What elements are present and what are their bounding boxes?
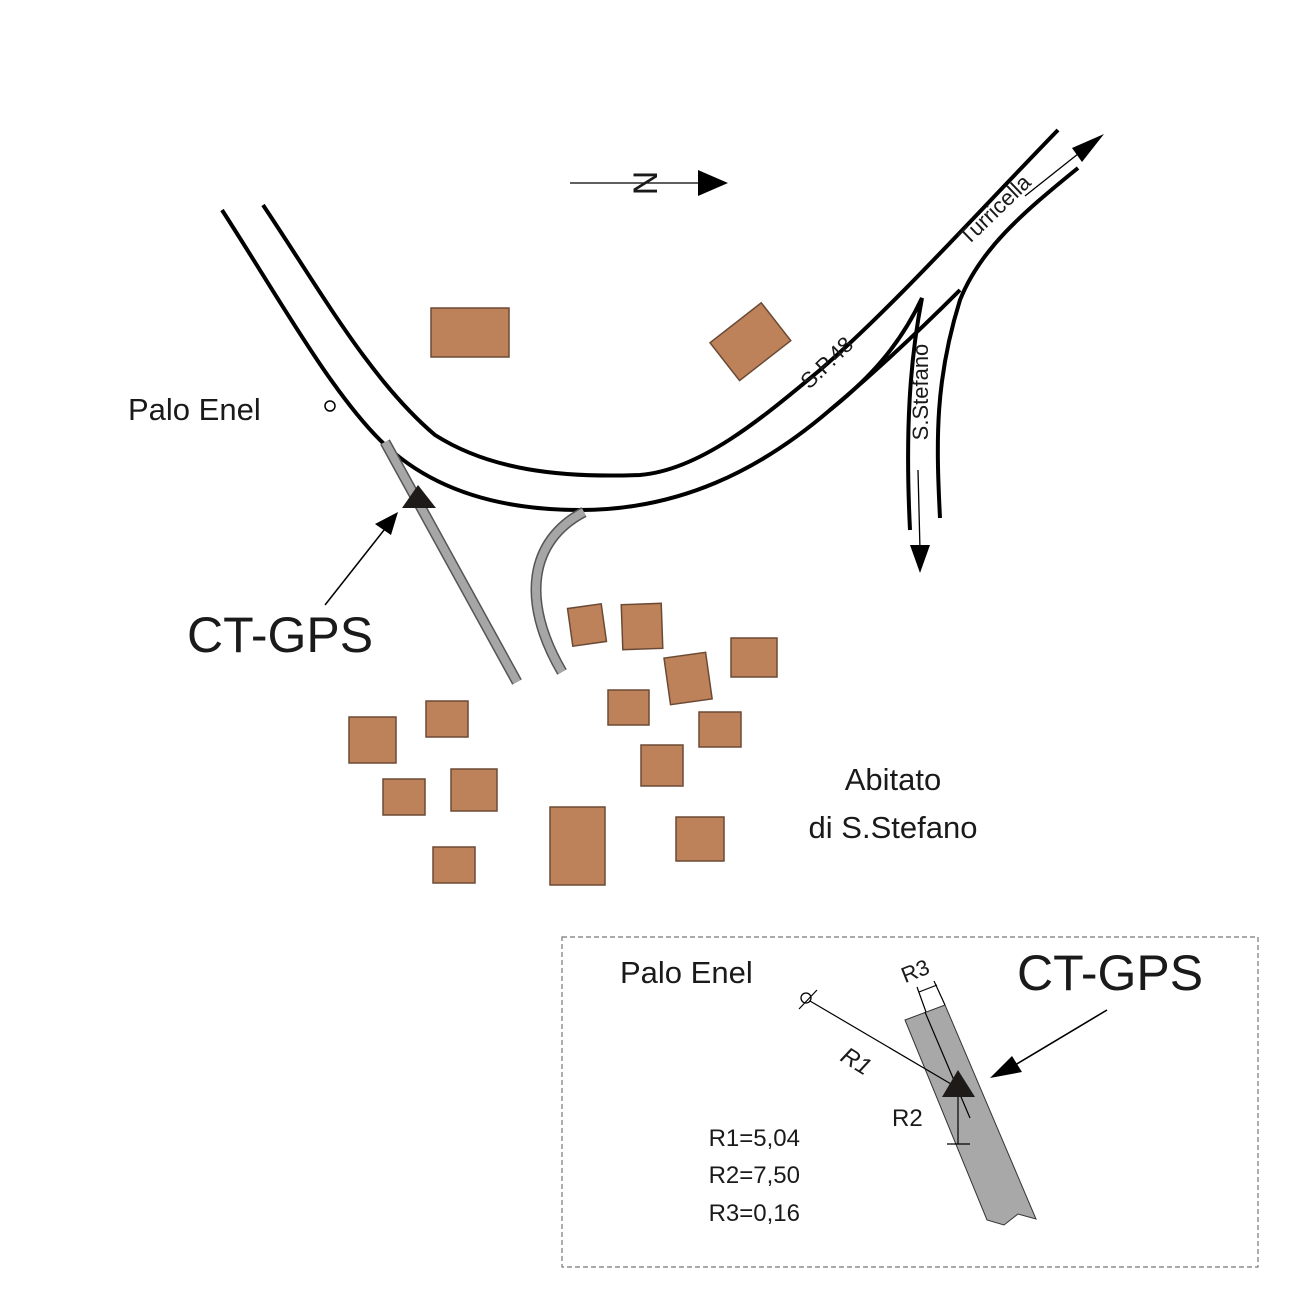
gps-pointer-arrowhead bbox=[375, 512, 398, 535]
inset-gps-pointer-arrowhead bbox=[990, 1056, 1022, 1078]
building bbox=[708, 301, 792, 382]
gps-pointer-arrow bbox=[324, 524, 389, 606]
gps-station-label: CT-GPS bbox=[187, 607, 373, 663]
measurement-r1: R1=5,04 bbox=[709, 1125, 800, 1152]
building bbox=[620, 602, 664, 651]
building bbox=[607, 689, 650, 726]
inset-footpath bbox=[904, 1004, 1037, 1226]
inset-gps-pointer bbox=[1009, 1009, 1108, 1069]
building bbox=[382, 778, 426, 816]
inset-gps-marker bbox=[942, 1070, 975, 1097]
inset-pole-label: Palo Enel bbox=[620, 955, 753, 990]
town-label-line2: di S.Stefano bbox=[809, 810, 978, 845]
road-label-s-stefano: S.Stefano bbox=[908, 344, 933, 441]
inset-detail: R3 Palo Enel R1 R2 CT-GPS R1=5,04 R2=7,5… bbox=[561, 936, 1259, 1268]
building bbox=[698, 711, 742, 748]
gps-station-marker bbox=[402, 485, 436, 508]
road-label-turricella: Turricella bbox=[954, 169, 1036, 250]
inset-frame bbox=[561, 936, 1259, 1268]
inset-r1-label: R1 bbox=[836, 1042, 876, 1081]
building bbox=[430, 307, 510, 358]
road-label-sp48: S.P.48 bbox=[795, 332, 858, 394]
direction-arrow-s-stefano bbox=[910, 469, 930, 573]
town-label-line1: Abitato bbox=[845, 762, 942, 797]
inset-path-edge bbox=[924, 1011, 971, 1119]
building bbox=[663, 651, 713, 706]
inset-r1-line bbox=[809, 1000, 952, 1085]
inset-pole-marker bbox=[800, 992, 812, 1004]
pole-marker bbox=[324, 400, 336, 412]
footpath-station bbox=[380, 439, 522, 685]
building bbox=[432, 846, 476, 884]
measurement-r2: R2=7,50 bbox=[709, 1162, 800, 1189]
footpath-curved bbox=[530, 507, 587, 675]
north-label: N bbox=[627, 171, 665, 196]
measurement-r3: R3=0,16 bbox=[709, 1200, 800, 1227]
building bbox=[675, 816, 725, 862]
building bbox=[348, 716, 397, 764]
building bbox=[730, 637, 778, 678]
building bbox=[425, 700, 469, 738]
inset-r2-label: R2 bbox=[892, 1105, 923, 1132]
inset-gps-label: CT-GPS bbox=[1017, 945, 1203, 1001]
direction-arrow-turricella bbox=[1024, 134, 1104, 197]
building bbox=[640, 744, 684, 787]
inset-r3-label: R3 bbox=[897, 954, 932, 988]
pole-label: Palo Enel bbox=[128, 392, 261, 427]
road-sp48 bbox=[220, 128, 1080, 531]
building bbox=[450, 768, 498, 812]
building bbox=[549, 806, 606, 886]
buildings bbox=[348, 301, 792, 886]
north-arrow: N bbox=[570, 170, 728, 196]
building bbox=[566, 602, 608, 648]
